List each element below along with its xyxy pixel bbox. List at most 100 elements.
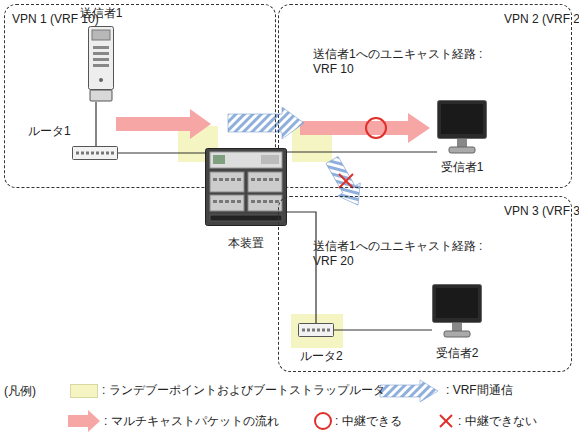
- server-slot: [93, 64, 109, 67]
- router-port: [312, 329, 315, 332]
- vpn-title: VPN 3 (VRF 30): [504, 204, 564, 219]
- card-port: [269, 200, 273, 203]
- server-button: [99, 78, 103, 82]
- router-port: [106, 152, 109, 155]
- sender-server: 送信者1: [88, 26, 114, 102]
- router-port: [302, 329, 305, 332]
- monitor-screen: [441, 104, 483, 134]
- server-body: [89, 27, 114, 90]
- vpn-box: VPN 2 (VRF 20) 送信者1へのユニキャスト経路 : VRF 10 受信者…: [278, 4, 572, 188]
- cross-stroke: [339, 174, 353, 188]
- monitor-frame: [438, 101, 487, 139]
- card-port: [237, 178, 241, 181]
- server-base: [90, 90, 112, 101]
- router-port: [76, 152, 79, 155]
- legend-text: : マルチキャストパケットの流れ: [104, 414, 279, 429]
- card-port: [231, 200, 235, 203]
- multicast-arrow: [300, 113, 430, 143]
- router-icon: [72, 146, 118, 160]
- node-label: 本装置: [205, 236, 287, 251]
- card-port: [275, 178, 279, 181]
- network-link: [287, 151, 437, 152]
- legend-multicast-sample: [68, 410, 100, 432]
- legend-text: : ランデブーポイントおよびブートストラップルータ: [102, 383, 385, 398]
- card-port: [219, 200, 223, 203]
- card-port: [251, 178, 255, 181]
- line-card: [210, 172, 244, 192]
- network-link: [95, 102, 96, 146]
- router-port: [317, 329, 320, 332]
- node-label: 受信者2: [427, 346, 487, 361]
- legend-text: : 中継できる: [335, 414, 402, 429]
- server-slot: [93, 46, 109, 49]
- network-link: [287, 212, 316, 323]
- inter-vrf-arrow: [228, 107, 304, 139]
- card-port: [219, 178, 223, 181]
- monitor-stand: [457, 139, 467, 147]
- legend-heading: (凡例): [4, 384, 36, 399]
- pc-icon: [432, 284, 482, 338]
- legend-inter-vrf-sample: [380, 380, 438, 402]
- route-note: 送信者1へのユニキャスト経路 : VRF 10: [313, 47, 498, 77]
- card-port: [257, 178, 261, 181]
- router-node: ルータ1: [72, 146, 118, 160]
- route-note: 送信者1へのユニキャスト経路 : VRF 20: [313, 239, 498, 269]
- legend-relay-ng-sample: [440, 415, 452, 427]
- router-port: [327, 329, 330, 332]
- cross-stroke: [339, 174, 353, 188]
- monitor-screen: [436, 288, 478, 318]
- node-label: ルータ1: [28, 124, 88, 139]
- relay-ok-mark: [366, 118, 386, 138]
- fan-tray: [210, 215, 282, 221]
- cross-stroke: [440, 415, 452, 427]
- top-module: [210, 152, 282, 168]
- server-panel: [92, 30, 110, 40]
- router-port: [307, 329, 310, 332]
- vpn-box: VPN 3 (VRF 30)送信者1へのユニキャスト経路 : VRF 20ルータ…: [278, 196, 572, 372]
- monitor-stand: [452, 323, 462, 331]
- legend-text: : VRF間通信: [446, 383, 513, 398]
- device-icon: [205, 148, 287, 226]
- card-port: [257, 200, 261, 203]
- card-port: [225, 200, 229, 203]
- line-card: [210, 195, 244, 211]
- card-port: [213, 200, 217, 203]
- vpn-title: VPN 1 (VRF 10): [12, 12, 72, 27]
- monitor-base: [444, 331, 470, 337]
- monitor-frame: [433, 285, 482, 323]
- line-card: [248, 195, 282, 211]
- relay-ng-mark: [339, 174, 353, 188]
- card-port: [231, 178, 235, 181]
- switch-device: 本装置: [205, 148, 287, 226]
- status-display: [213, 155, 225, 164]
- node-label: 送信者1: [76, 6, 126, 21]
- inter-vrf-arrow: [321, 154, 370, 212]
- router-body: [299, 324, 334, 337]
- card-port: [225, 178, 229, 181]
- chassis: [206, 149, 287, 226]
- card-port: [269, 178, 273, 181]
- router-port: [96, 152, 99, 155]
- node-label: 受信者1: [432, 160, 492, 175]
- monitor-base: [449, 147, 475, 153]
- multicast-arrow: [116, 109, 211, 139]
- router-port: [101, 152, 104, 155]
- router-port: [111, 152, 114, 155]
- network-link: [334, 329, 432, 330]
- receiver-pc: 受信者2: [432, 284, 482, 338]
- router-port: [81, 152, 84, 155]
- pc-icon: [437, 100, 487, 154]
- rp-bsr-highlight: [291, 314, 343, 348]
- vpn-title: VPN 2 (VRF 20): [504, 12, 564, 27]
- card-port: [237, 200, 241, 203]
- card-port: [213, 178, 217, 181]
- network-link: [118, 152, 205, 153]
- card-port: [263, 200, 267, 203]
- router-body: [73, 147, 118, 160]
- receiver-pc: 受信者1: [437, 100, 487, 154]
